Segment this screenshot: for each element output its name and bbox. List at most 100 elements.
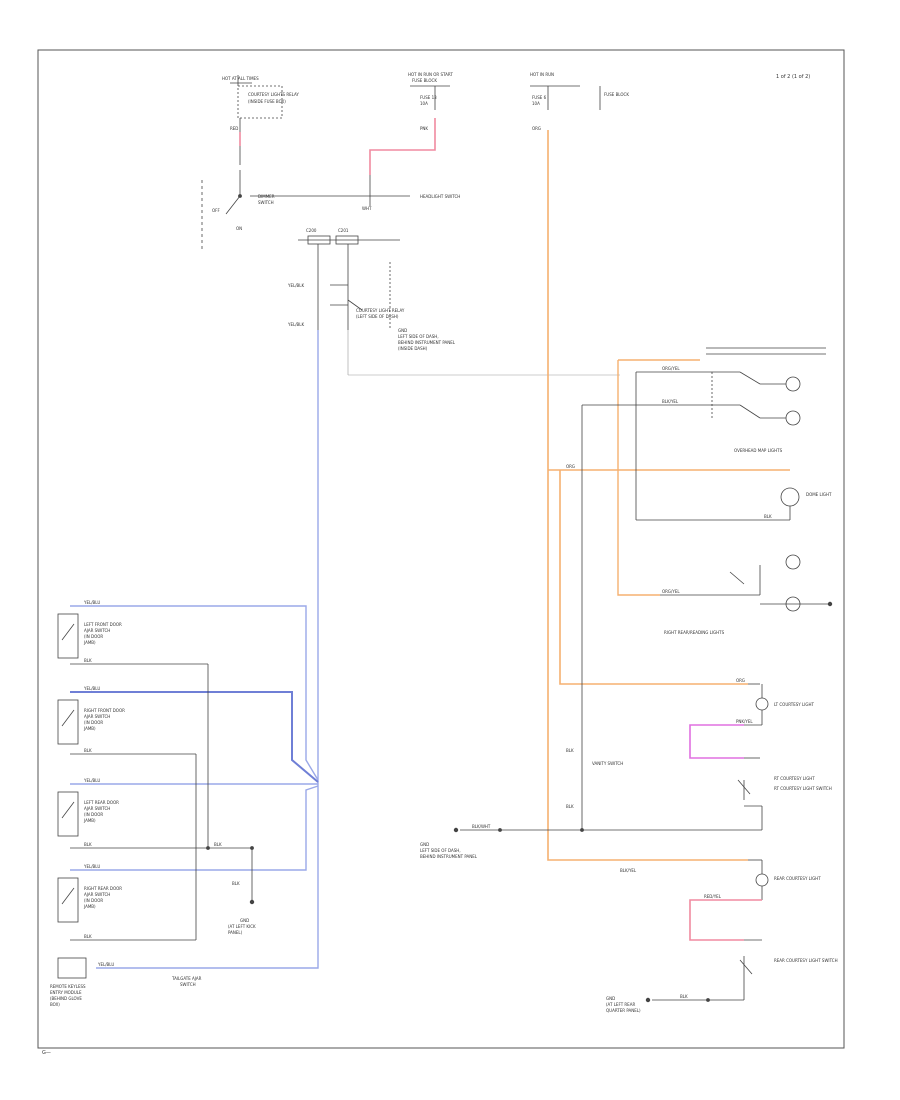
courtesy-lights-section xyxy=(453,683,769,1003)
door-3-l3: (IN DOOR xyxy=(84,812,103,817)
rear-blk-wire: BLK xyxy=(680,994,688,999)
courtesy-pnk-wire: PNK/YEL xyxy=(736,719,753,724)
map-wire-e: ORG/YEL xyxy=(662,589,680,594)
module-l2: ENTRY MODULE xyxy=(50,990,82,995)
conn-c201-label: C201 xyxy=(338,228,349,233)
door-4-wire: YEL/BLU xyxy=(83,864,100,869)
rear-courtesy-light-label: REAR COURTESY LIGHT xyxy=(774,876,821,881)
vanity-wire-b: BLK xyxy=(566,804,574,809)
door-4-l3: (IN DOOR xyxy=(84,898,103,903)
lt-courtesy-light-label: LT COURTESY LIGHT xyxy=(774,702,814,707)
door-3-l4: JAMB) xyxy=(83,818,96,823)
module-l4: BOX) xyxy=(50,1002,60,1007)
courtesy-relay-title: COURTESY LIGHTS RELAY xyxy=(248,92,299,97)
wire-red-top: RED xyxy=(230,126,238,131)
rear-gnd-3: QUARTER PANEL) xyxy=(606,1008,641,1013)
fuse-b-label: FUSE 6 xyxy=(532,95,547,100)
blue-door-4 xyxy=(70,785,319,871)
headlight-switch-label: HEADLIGHT SWITCH xyxy=(420,194,460,199)
door-4-gnd: BLK xyxy=(84,934,92,939)
wire-pnk-top: PNK xyxy=(420,126,428,131)
rear-gnd-2: (AT LEFT REAR xyxy=(606,1002,635,1007)
lt-courtesy-wire: ORG xyxy=(736,678,745,683)
gnd-note-1: GND xyxy=(420,842,429,847)
courtesy-relay-subtitle: (INSIDE FUSE BOX) xyxy=(248,99,286,104)
switch-label: SWITCH xyxy=(258,200,274,205)
blue-door-1 xyxy=(70,605,319,781)
left-gnd-note-1: GND xyxy=(240,918,249,923)
magenta-wire xyxy=(689,724,744,759)
module-wire: YEL/BLU xyxy=(97,962,114,967)
door-1-name: LEFT FRONT DOOR xyxy=(84,622,122,627)
relay-note-4: (INSIDE DASH) xyxy=(398,346,428,351)
blue-door-2 xyxy=(70,691,319,783)
ignition-on-label: ON xyxy=(236,226,242,231)
relay-name: COURTESY LIGHT RELAY xyxy=(356,308,405,313)
hot-run-start-label: HOT IN RUN OR START xyxy=(408,72,453,77)
orange-branch-map xyxy=(617,360,660,596)
left-gnd-wire: BLK xyxy=(232,881,240,886)
page-indicator: 1 of 2 (1 of 2) xyxy=(776,74,810,80)
wire-org-top: ORG xyxy=(532,126,541,131)
door-1-wire: YEL/BLU xyxy=(83,600,100,605)
orange-main-trunk xyxy=(547,130,748,861)
door-2-l3: (IN DOOR xyxy=(84,720,103,725)
gnd-note-3: BEHIND INSTRUMENT PANEL xyxy=(420,854,478,859)
courtesy-switch-label: RT COURTESY LIGHT SWITCH xyxy=(774,786,832,791)
door-3-l2: AJAR SWITCH xyxy=(84,806,110,811)
orange-branch-mid xyxy=(559,470,748,685)
module-label: REMOTE KEYLESS xyxy=(50,984,86,989)
map-lights-section xyxy=(581,347,833,830)
diagram-frame xyxy=(37,49,845,1049)
dimmer-label: DIMMER xyxy=(258,194,275,199)
fuse-a-label: FUSE 13 xyxy=(420,95,437,100)
door-2-l2: AJAR SWITCH xyxy=(84,714,110,719)
pink-wire-top-right xyxy=(369,118,436,175)
door-4-l2: AJAR SWITCH xyxy=(84,892,110,897)
door-3-name: LEFT REAR DOOR xyxy=(84,800,119,805)
gnd-note-2: LEFT SIDE OF DASH, xyxy=(420,848,461,853)
door-4-name: RIGHT REAR DOOR xyxy=(84,886,122,891)
left-gnd-note-3: PANEL) xyxy=(228,930,243,935)
vanity-switch-label: VANITY SWITCH xyxy=(592,761,623,766)
relay-sub: (LEFT SIDE OF DASH) xyxy=(356,314,399,319)
door-1-l4: JAMB) xyxy=(83,640,96,645)
courtesy-relay-box xyxy=(237,85,283,119)
door-2-name: RIGHT FRONT DOOR xyxy=(84,708,125,713)
map-group-label: OVERHEAD MAP LIGHTS xyxy=(734,448,783,453)
map-wire-a: ORG/YEL xyxy=(662,366,680,371)
fuse-a-amp: 10A xyxy=(420,101,428,106)
footer-mark: G— xyxy=(42,1050,51,1056)
door-1-gnd: BLK xyxy=(84,658,92,663)
red-wire-rear xyxy=(689,899,762,941)
relay-note-3: BEHIND INSTRUMENT PANEL xyxy=(398,340,456,345)
dome-light-label: DOME LIGHT xyxy=(806,492,832,497)
hot-at-all-times-label: HOT AT ALL TIMES xyxy=(222,76,259,81)
ignition-off-label: OFF xyxy=(212,208,220,213)
relay-note-1: GND xyxy=(398,328,407,333)
dome-wire: ORG xyxy=(566,464,575,469)
door-2-l4: JAMB) xyxy=(83,726,96,731)
blue-trunk xyxy=(96,330,319,969)
fuse-b-amp: 10A xyxy=(532,101,540,106)
vanity-wire-a: BLK xyxy=(566,748,574,753)
fuse-block-label: FUSE BLOCK xyxy=(412,78,437,83)
rear-near-label: BLK/YEL xyxy=(620,868,637,873)
rear-gnd-1: GND xyxy=(606,996,615,1001)
gnd-row-wire: BLK/WHT xyxy=(472,824,491,829)
tailgate-switch-label: TAILGATE AJAR xyxy=(171,976,202,981)
relay-connector-section xyxy=(298,235,620,376)
hot-in-run-label: HOT IN RUN xyxy=(530,72,554,77)
left-gnd-junction-wire: BLK xyxy=(214,842,222,847)
conn-c200-label: C200 xyxy=(306,228,317,233)
relay-wire-b: YEL/BLK xyxy=(287,322,305,327)
right-reading-group-label: RIGHT REAR/READING LIGHTS xyxy=(664,630,725,635)
tailgate-switch-l2: SWITCH xyxy=(180,982,196,987)
door-2-gnd: BLK xyxy=(84,748,92,753)
fuse-block-right-label: FUSE BLOCK xyxy=(604,92,629,97)
door-2-wire: YEL/BLU xyxy=(83,686,100,691)
relay-note-2: LEFT SIDE OF DASH, xyxy=(398,334,439,339)
rear-courtesy-switch-label: REAR COURTESY LIGHT SWITCH xyxy=(774,958,838,963)
door-3-gnd: BLK xyxy=(84,842,92,847)
rt-courtesy-light-label: RT COURTESY LIGHT xyxy=(774,776,815,781)
